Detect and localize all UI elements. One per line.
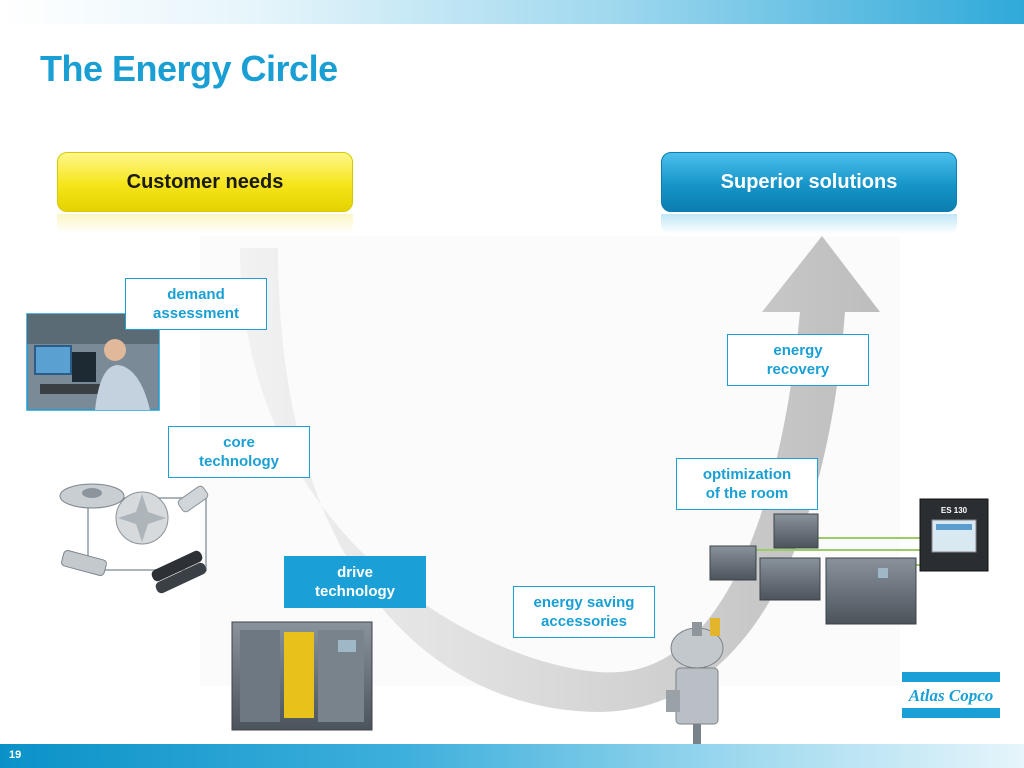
bottom-gradient-band xyxy=(0,744,1024,768)
step-optimization-of-the-room: optimization of the room xyxy=(676,458,818,510)
step-line2: technology xyxy=(314,583,395,600)
controller-label: ES 130 xyxy=(941,506,968,515)
step-line2: of the room xyxy=(705,485,789,502)
step-line2: accessories xyxy=(541,613,627,630)
atlas-copco-logo-text: Atlas Copco xyxy=(908,686,994,705)
step-core-technology: core technology xyxy=(168,426,310,478)
superior-solutions-reflection xyxy=(661,214,957,234)
energy-saving-accessory-icon xyxy=(666,618,724,744)
atlas-copco-logo xyxy=(902,672,1000,718)
compressor-room-icon xyxy=(709,513,920,625)
es130-controller-icon xyxy=(919,498,989,572)
step-line1: optimization xyxy=(702,465,792,483)
step-line2: technology xyxy=(198,453,279,470)
step-demand-assessment: demand assessment xyxy=(125,278,267,330)
page-number: 19 xyxy=(9,749,22,761)
step-line1: energy saving xyxy=(533,593,635,611)
step-line1: core xyxy=(223,433,255,451)
step-line2: recovery xyxy=(766,361,830,378)
step-line2: assessment xyxy=(153,305,239,322)
step-drive-technology: drive technology xyxy=(284,556,426,608)
top-gradient-band xyxy=(0,0,1024,24)
step-line1: demand xyxy=(167,285,225,303)
step-line1: drive xyxy=(337,563,373,581)
step-line1: energy xyxy=(773,341,823,359)
operator-photo xyxy=(26,313,160,411)
compressor-parts-icon xyxy=(59,483,209,594)
customer-needs-box: Customer needs xyxy=(57,152,353,212)
customer-needs-reflection xyxy=(57,214,353,234)
compressor-unit-icon xyxy=(231,621,373,731)
step-energy-recovery: energy recovery xyxy=(727,334,869,386)
slide-title: The Energy Circle xyxy=(40,48,338,89)
superior-solutions-box: Superior solutions xyxy=(661,152,957,212)
step-energy-saving-accessories: energy saving accessories xyxy=(513,586,655,638)
